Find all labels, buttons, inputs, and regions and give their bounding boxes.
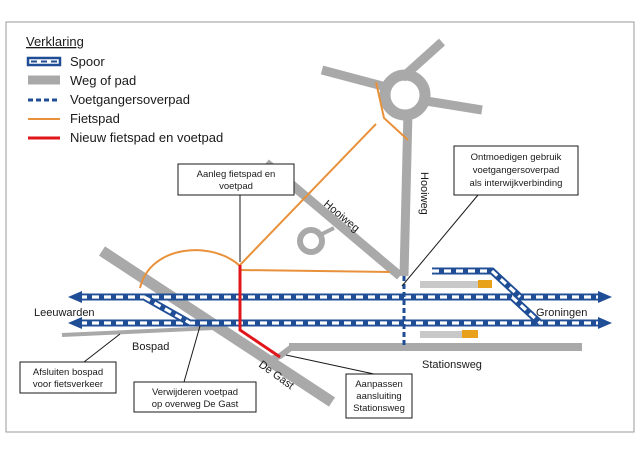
- leader-aanpassen: [285, 354, 375, 375]
- road-bospad: [61, 326, 215, 337]
- callout-ontmoedigen-line3: als interwijkverbinding: [470, 178, 563, 189]
- platform-south-grey: [420, 331, 462, 338]
- callout-afsluiten-box: [19, 361, 117, 394]
- track-arrows: [68, 291, 612, 329]
- platform-north-grey: [420, 281, 478, 288]
- road-stationsweg-connection: [267, 344, 294, 363]
- callout-verwijderen-line2: op overweg De Gast: [152, 399, 239, 410]
- label-bospad: Bospad: [132, 341, 169, 353]
- rail-crossover-west-dash: [143, 295, 191, 325]
- leader-verwijderen: [183, 325, 201, 383]
- callout-verwijderen-box: [133, 381, 257, 413]
- legend-label-fietspad: Fietspad: [70, 111, 120, 126]
- leader-lines: [83, 194, 479, 383]
- callout-ontmoedigen-line2: voetgangersoverpad: [473, 165, 560, 176]
- cycle-paths-layer: [139, 81, 409, 289]
- legend-label-nieuw: Nieuw fietspad en voetpad: [70, 130, 223, 145]
- callout-afsluiten: Afsluiten bospad voor fietsverkeer: [19, 361, 117, 394]
- cycle-path-roundabout: [375, 81, 409, 141]
- callout-aanpassen-line1: Aanpassen: [355, 379, 403, 390]
- legend: Verklaring Spoor Weg of pad Voetgangerso…: [26, 34, 223, 145]
- new-cycle-footpath: [238, 265, 281, 359]
- legend-title: Verklaring: [26, 34, 84, 49]
- arrow-east-south: [598, 317, 612, 329]
- map-frame: [5, 21, 635, 433]
- callout-aanpassen-line3: Stationsweg: [353, 403, 405, 414]
- callout-aanpassen-line2: aansluiting: [356, 391, 401, 402]
- callout-aanpassen: Aanpassen aansluiting Stationsweg: [345, 373, 413, 419]
- legend-label-spoor: Spoor: [70, 54, 105, 69]
- road-roundabout-arm-w: [320, 65, 392, 93]
- arrow-west-north: [68, 291, 82, 303]
- road-roundabout-arm-e: [419, 95, 483, 115]
- callout-verwijderen: Verwijderen voetpad op overweg De Gast: [133, 381, 257, 413]
- callout-aanleg: Aanleg fietspad en voetpad: [177, 163, 295, 196]
- leader-ontmoedigen: [401, 194, 479, 287]
- platform-south-yellow: [462, 330, 478, 338]
- small-roundabout: [297, 227, 325, 255]
- rail-crossover-east-dash: [510, 295, 542, 325]
- legend-label-weg: Weg of pad: [70, 73, 136, 88]
- railway-layer: [80, 267, 598, 327]
- leader-afsluiten: [83, 333, 121, 363]
- label-leeuwarden: Leeuwarden: [34, 307, 95, 319]
- label-hooiweg-vertical: Hooiweg: [418, 172, 430, 215]
- platform-north-yellow: [478, 280, 492, 288]
- callout-afsluiten-line1: Afsluiten bospad: [33, 367, 103, 378]
- cycle-path-horizontal: [239, 269, 391, 273]
- legend-label-voetgangersoverpad: Voetgangersoverpad: [70, 92, 190, 107]
- callout-aanleg-line2: voetpad: [219, 181, 253, 192]
- rail-siding-north-dash: [432, 269, 522, 299]
- callout-ontmoedigen: Ontmoedigen gebruik voetgangersoverpad a…: [453, 145, 579, 196]
- callout-verwijderen-line1: Verwijderen voetpad: [152, 387, 238, 398]
- callout-aanleg-line1: Aanleg fietspad en: [197, 169, 276, 180]
- platforms: [420, 280, 492, 338]
- roundabout-ring: [379, 69, 431, 121]
- road-small-roundabout-arm: [319, 226, 335, 237]
- label-groningen: Groningen: [536, 307, 587, 319]
- label-stationsweg: Stationsweg: [422, 359, 482, 371]
- callout-ontmoedigen-box: [453, 145, 579, 196]
- cycle-path-curve: [139, 249, 241, 289]
- arrow-east-north: [598, 291, 612, 303]
- callout-ontmoedigen-line1: Ontmoedigen gebruik: [471, 152, 562, 163]
- callout-afsluiten-line2: voor fietsverkeer: [33, 379, 103, 390]
- cycle-path-diagonal: [239, 123, 377, 266]
- callout-aanpassen-box: [345, 373, 413, 419]
- arrow-west-south: [68, 317, 82, 329]
- callout-aanleg-box: [177, 163, 295, 196]
